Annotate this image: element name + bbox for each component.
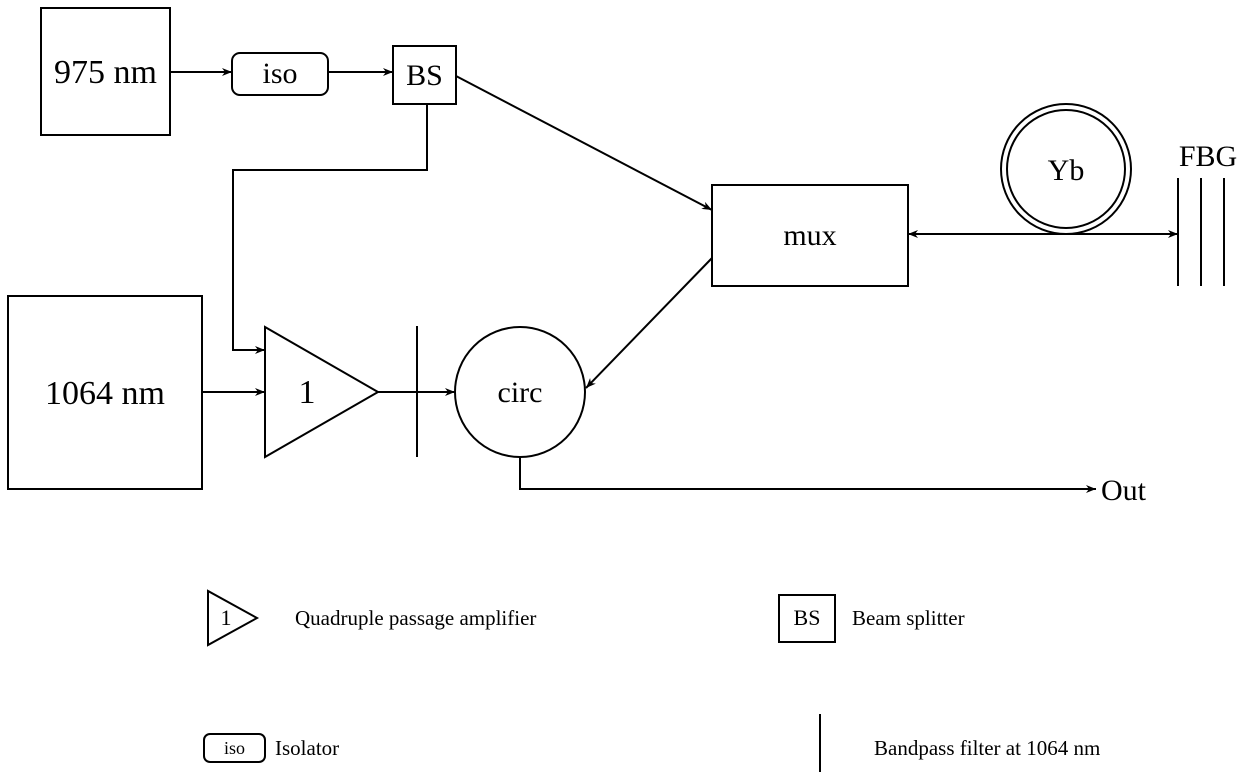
beam-splitter-label: BS	[406, 59, 443, 92]
legend-beam-splitter-symbol	[778, 594, 836, 643]
source-1064nm-label: 1064 nm	[45, 375, 165, 412]
link-beam-splitter-to-mux	[455, 75, 713, 211]
legend-filter-entry: Bandpass filter at 1064 nm	[819, 714, 1100, 772]
beam-splitter-block: BS	[392, 45, 457, 105]
legend-isolator-symbol	[203, 733, 266, 763]
output-label: Out	[1101, 474, 1147, 507]
legend-amplifier-symbol	[207, 589, 260, 647]
yb-fiber-coil: Yb	[1000, 103, 1132, 235]
legend-beam-splitter-text: Beam splitter	[852, 606, 965, 630]
link-circulator-to-output	[519, 457, 1096, 493]
legend-amplifier-symbol-label: 1	[221, 605, 232, 630]
legend-isolator-symbol-label: iso	[224, 738, 245, 758]
fbg-grating: FBG	[1177, 140, 1237, 286]
yb-label: Yb	[1048, 154, 1085, 187]
isolator-block: iso	[231, 52, 329, 96]
source-1064nm-block: 1064 nm	[7, 295, 203, 490]
amplifier-block: 1	[264, 325, 381, 459]
legend-filter-text: Bandpass filter at 1064 nm	[874, 736, 1100, 760]
legend-beam-splitter-symbol-label: BS	[794, 605, 821, 630]
circulator-block: circ	[454, 326, 586, 458]
circulator-label: circ	[498, 376, 543, 409]
mux-label: mux	[783, 219, 836, 252]
fbg-label: FBG	[1179, 140, 1237, 173]
link-mux-to-circulator	[585, 257, 713, 389]
link-beam-splitter-to-amplifier	[232, 104, 428, 354]
amplifier-label: 1	[299, 374, 316, 411]
legend-isolator-entry: iso Isolator	[203, 733, 339, 763]
legend-amplifier-text: Quadruple passage amplifier	[295, 606, 536, 630]
legend-isolator-text: Isolator	[275, 736, 339, 760]
legend-beam-splitter-entry: BS Beam splitter	[778, 594, 965, 643]
source-975nm-block: 975 nm	[40, 7, 171, 136]
mux-block: mux	[711, 184, 909, 287]
legend: 1 Quadruple passage amplifier BS Beam sp…	[203, 589, 1100, 772]
legend-amplifier-entry: 1 Quadruple passage amplifier	[207, 589, 536, 647]
isolator-label: iso	[262, 57, 297, 90]
source-975nm-label: 975 nm	[54, 54, 157, 91]
